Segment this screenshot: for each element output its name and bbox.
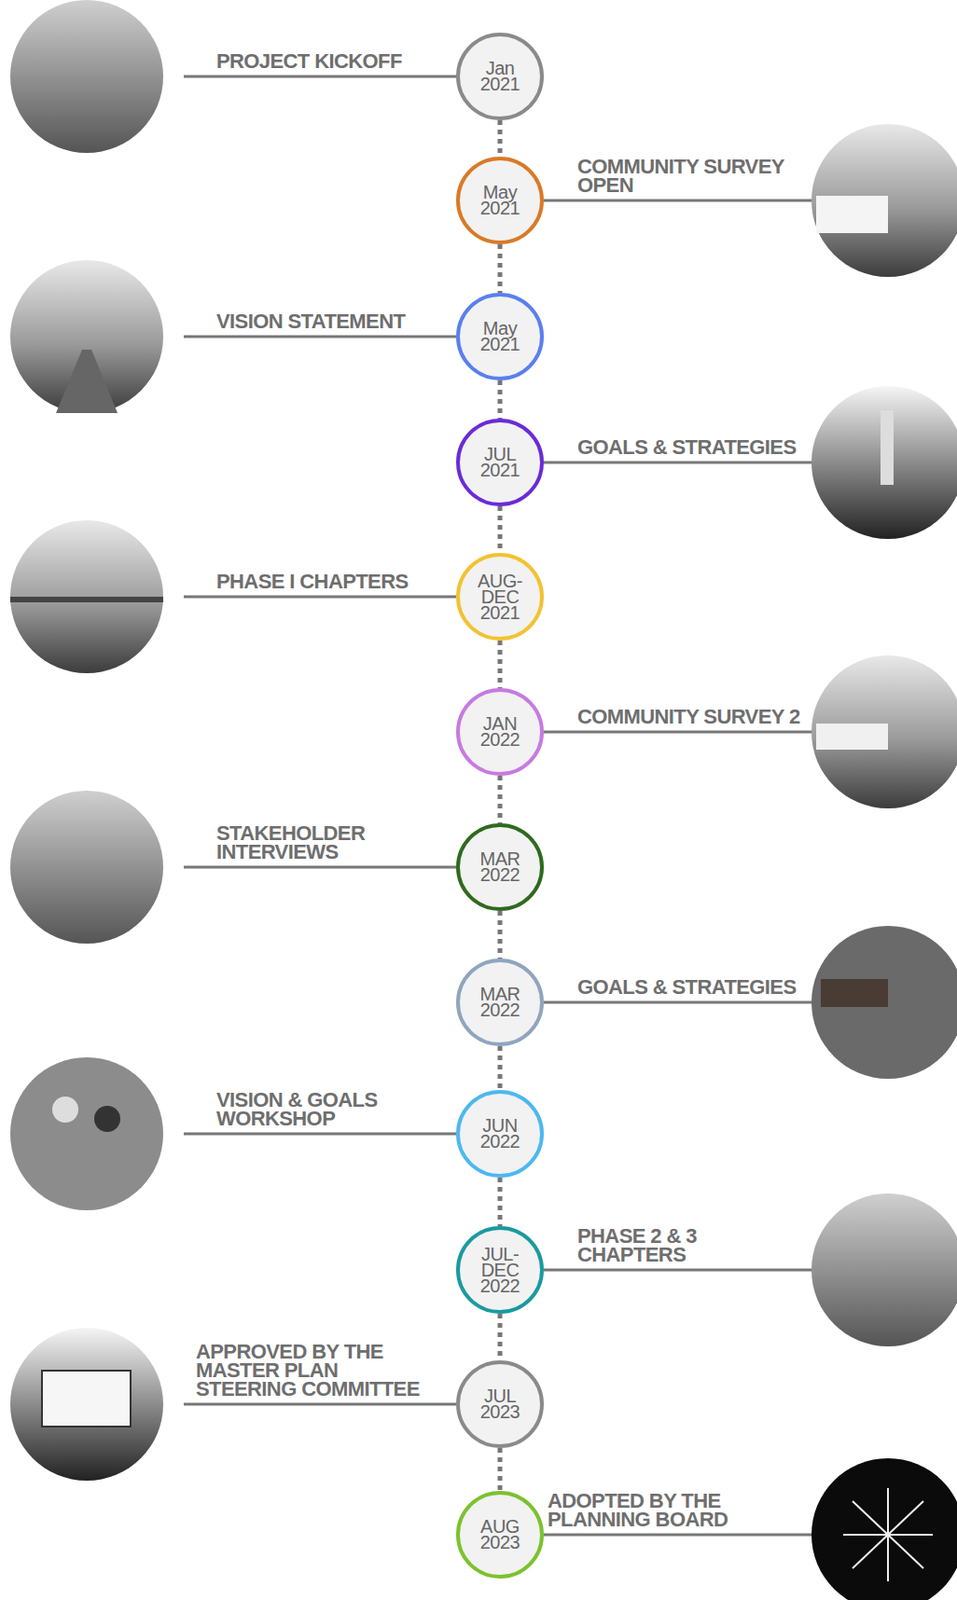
dotted-connector [498, 911, 503, 959]
date-label: AUG 2023 [471, 1519, 528, 1552]
date-label: MAR 2022 [471, 986, 528, 1019]
date-circle: MAR 2022STAKEHOLDER INTERVIEWS [456, 823, 544, 912]
photo-circles [10, 0, 957, 1600]
date-label: MAR 2022 [471, 851, 528, 884]
date-circle: JUL 2021GOALS & STRATEGIES [456, 418, 544, 507]
dotted-connector [498, 380, 503, 419]
milestone-label: PHASE I CHAPTERS [216, 572, 447, 592]
dotted-connector [498, 640, 503, 689]
date-label: JUL 2021 [471, 446, 528, 479]
date-circle: May 2021COMMUNITY SURVEY OPEN [456, 156, 544, 245]
milestone-label: ADOPTED BY THE PLANNING BOARD [547, 1492, 791, 1530]
date-label: Jan 2021 [471, 60, 528, 93]
dotted-connector [498, 1046, 503, 1091]
milestone-label: COMMUNITY SURVEY OPEN [577, 157, 803, 195]
date-label: AUG- DEC 2021 [471, 573, 528, 622]
date-label: JUL 2023 [471, 1388, 528, 1421]
milestone-label: GOALS & STRATEGIES [577, 438, 803, 458]
date-label: JUN 2022 [471, 1118, 528, 1151]
dotted-connector [498, 1178, 503, 1227]
date-label: May 2021 [471, 320, 528, 353]
date-circle: JAN 2022COMMUNITY SURVEY 2 [456, 688, 544, 777]
dotted-connector [498, 1448, 503, 1492]
date-label: JAN 2022 [471, 716, 528, 749]
date-circle: May 2021VISION STATEMENT [456, 292, 544, 381]
milestone-label: STAKEHOLDER INTERVIEWS [216, 824, 447, 862]
date-circle: JUL 2023APPROVED BY THE MASTER PLAN STEE… [456, 1360, 544, 1449]
milestone-label: PHASE 2 & 3 CHAPTERS [577, 1227, 803, 1265]
dotted-connector [498, 506, 503, 554]
milestone-label: PROJECT KICKOFF [216, 52, 447, 71]
dotted-connector [498, 244, 503, 293]
date-circle: MAR 2022GOALS & STRATEGIES [456, 958, 544, 1047]
date-circle: AUG 2023ADOPTED BY THE PLANNING BOARD [456, 1491, 544, 1580]
date-label: JUL- DEC 2022 [471, 1247, 528, 1295]
milestone-label: APPROVED BY THE MASTER PLAN STEERING COM… [195, 1343, 430, 1400]
milestone-label: VISION STATEMENT [216, 312, 447, 332]
milestone-label: VISION & GOALS WORKSHOP [216, 1091, 447, 1129]
date-label: May 2021 [471, 184, 528, 217]
date-circle: AUG- DEC 2021PHASE I CHAPTERS [456, 553, 544, 641]
date-circle: JUN 2022VISION & GOALS WORKSHOP [456, 1090, 544, 1179]
dotted-connector [498, 1314, 503, 1361]
milestone-label: GOALS & STRATEGIES [577, 978, 803, 998]
dotted-connector [498, 120, 503, 157]
milestone-label: COMMUNITY SURVEY 2 [577, 707, 803, 727]
leader-lines [183, 76, 817, 1536]
date-circle: Jan 2021PROJECT KICKOFF [456, 32, 544, 121]
dotted-connector [498, 776, 503, 824]
date-circle: JUL- DEC 2022PHASE 2 & 3 CHAPTERS [456, 1226, 544, 1315]
